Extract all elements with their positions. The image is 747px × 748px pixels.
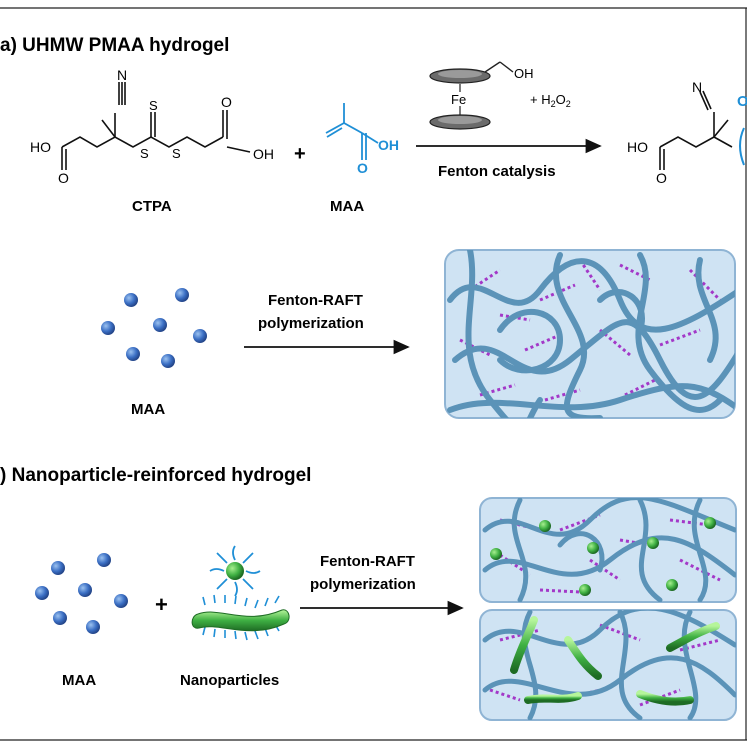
ferrocene-fe: Fe <box>451 92 466 107</box>
maa-monomer-dot <box>86 620 100 634</box>
panel-a-title: a) UHMW PMAA hydrogel <box>0 35 229 56</box>
monomer-cluster-b <box>35 553 128 634</box>
fenton-raft-label-b-1: Fenton-RAFT <box>320 553 415 570</box>
maa-monomer-dot <box>126 347 140 361</box>
ctpa-atom-ho: HO <box>30 139 51 155</box>
maa-structure <box>325 103 379 160</box>
maa-monomer-dot <box>114 594 128 608</box>
panel-b-title: ) Nanoparticle-reinforced hydrogel <box>0 465 311 486</box>
peroxide-label: + H2O2 <box>530 92 571 109</box>
hydrogel-network-a <box>444 249 736 419</box>
plus-sign-a: + <box>294 143 306 165</box>
ferrocene-icon <box>429 61 514 130</box>
maa-monomer-dot <box>53 611 67 625</box>
ctpa-atom-o2: O <box>221 94 232 110</box>
ctpa-atom-n: N <box>117 67 127 83</box>
ctpa-atom-o1: O <box>58 170 69 186</box>
ctpa-atom-s1: S <box>140 146 149 161</box>
maa-monomer-dot <box>193 329 207 343</box>
nanoparticles-label: Nanoparticles <box>180 672 279 689</box>
ctpa-label: CTPA <box>132 198 172 215</box>
maa-monomer-dot <box>101 321 115 335</box>
maa-monomer-dot <box>97 553 111 567</box>
maa-monomer-dot <box>175 288 189 302</box>
product-atom-ho: HO <box>627 139 648 155</box>
fenton-raft-label-a-1: Fenton-RAFT <box>268 292 363 309</box>
maa-label-a2: MAA <box>131 401 165 418</box>
plus-sign-b: + <box>155 592 168 617</box>
figure-frame <box>0 7 747 741</box>
monomer-cluster-a <box>101 288 207 368</box>
maa-monomer-dot <box>51 561 65 575</box>
hydrogel-rod-reinforced <box>479 609 737 721</box>
ctpa-atom-s2: S <box>149 98 158 113</box>
nanorod-icon <box>191 594 290 641</box>
embedded-nanorod-icon <box>510 616 720 706</box>
maa-label-a: MAA <box>330 198 364 215</box>
maa-atom-o: O <box>357 160 368 176</box>
embedded-nanoparticle-icon <box>490 517 716 596</box>
product-atom-o: O <box>656 170 667 186</box>
maa-monomer-dot <box>124 293 138 307</box>
fenton-raft-label-b-2: polymerization <box>310 576 416 593</box>
maa-monomer-dot <box>78 583 92 597</box>
ctpa-structure <box>61 82 228 170</box>
fenton-raft-label-a-2: polymerization <box>258 315 364 332</box>
ferrocene-oh: OH <box>514 66 534 81</box>
product-structure <box>659 90 733 170</box>
product-bracket <box>739 127 745 166</box>
ctpa-atom-oh: OH <box>253 146 274 162</box>
maa-label-b: MAA <box>62 672 96 689</box>
maa-monomer-dot <box>161 354 175 368</box>
ctpa-bond-oh <box>226 146 251 153</box>
ctpa-atom-s3: S <box>172 146 181 161</box>
product-cut-char: O <box>737 93 747 110</box>
maa-atom-oh: OH <box>378 137 399 153</box>
spherical-nanoparticle-icon <box>209 545 261 597</box>
maa-monomer-dot <box>153 318 167 332</box>
product-atom-n: N <box>692 79 702 95</box>
hydrogel-sphere-reinforced <box>479 497 737 603</box>
fenton-catalysis-label: Fenton catalysis <box>438 163 556 180</box>
maa-monomer-dot <box>35 586 49 600</box>
